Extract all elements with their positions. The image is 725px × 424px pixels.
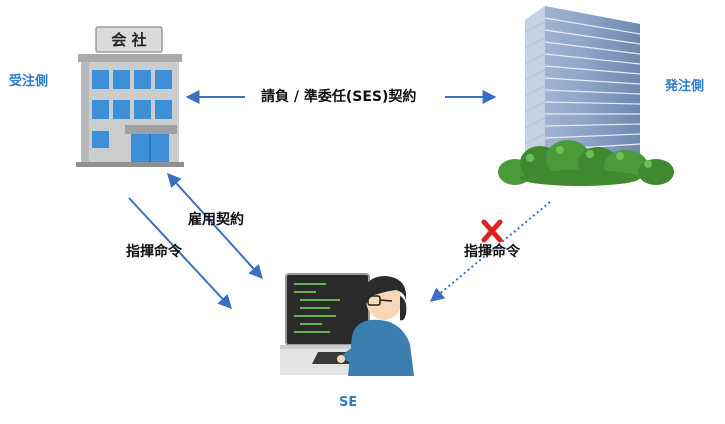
employment-label: 雇用契約	[188, 212, 244, 228]
employment-arrow	[167, 172, 263, 280]
command-label-contractor: 指揮命令	[126, 244, 182, 260]
command-arrow-client	[429, 201, 551, 302]
command-label-client: 指揮命令	[464, 244, 520, 260]
company-sign-text: 会 社	[111, 31, 146, 49]
client-label: 発注側	[665, 79, 705, 94]
contractor-label: 受注側	[9, 74, 49, 89]
engineer-label: SE	[339, 395, 358, 410]
contract-label: 請負 / 準委任(SES)契約	[261, 89, 417, 105]
command-arrow-contractor	[128, 197, 232, 310]
client-tower-icon	[524, 6, 641, 170]
trees-icon	[498, 140, 674, 186]
prohibited-cross-icon	[481, 219, 503, 243]
code-lines-icon	[294, 283, 340, 333]
engineer-icon	[280, 273, 414, 376]
company-building-icon: 会 社	[76, 26, 184, 167]
